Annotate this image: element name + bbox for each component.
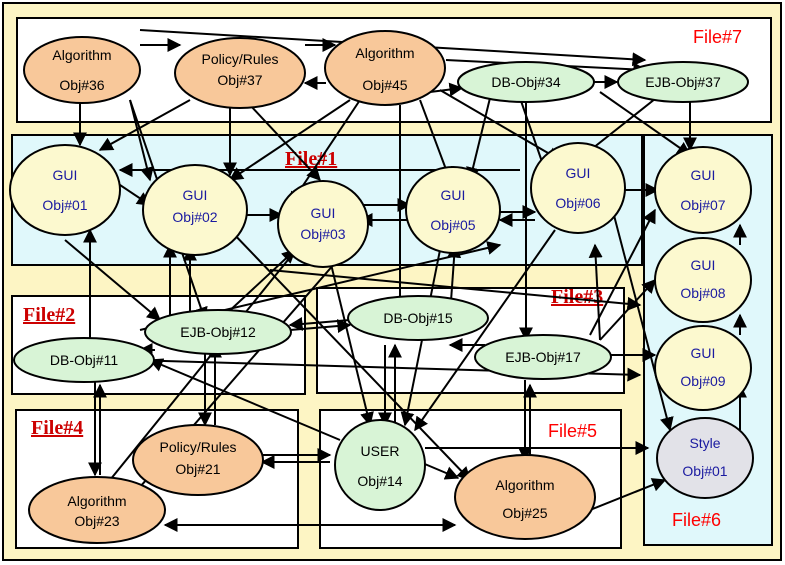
node-id: Obj#01	[42, 197, 87, 213]
node-gui-obj03[interactable]: GUI Obj#03	[277, 180, 369, 268]
edge	[466, 97, 491, 182]
node-gui-obj06[interactable]: GUI Obj#06	[530, 142, 626, 234]
node-algorithm-obj45[interactable]: Algorithm Obj#45	[324, 30, 446, 106]
node-id: Obj#37	[217, 72, 262, 88]
node-type: GUI	[441, 187, 466, 203]
node-id: Obj#36	[59, 77, 104, 93]
node-label: EJB-Obj#12	[180, 324, 256, 340]
node-id: Obj#03	[300, 226, 345, 242]
edge	[414, 229, 556, 432]
node-algorithm-obj36[interactable]: Algorithm Obj#36	[23, 36, 141, 104]
node-gui-obj09[interactable]: GUI Obj#09	[654, 325, 752, 411]
edge	[109, 243, 301, 481]
node-label: DB-Obj#11	[50, 352, 118, 368]
node-type: Style	[689, 435, 720, 451]
edge	[609, 199, 674, 432]
node-label: DB-Obj#15	[383, 310, 452, 326]
node-id: Obj#05	[430, 217, 475, 233]
node-label: EJB-Obj#37	[645, 74, 721, 90]
edge	[599, 91, 692, 156]
file7-label: File#7	[693, 27, 742, 47]
edge	[98, 99, 191, 151]
node-id: Obj#06	[555, 195, 600, 211]
node-algorithm-obj23[interactable]: Algorithm Obj#23	[28, 476, 166, 544]
node-db-obj15[interactable]: DB-Obj#15	[347, 295, 489, 341]
node-id: Obj#01	[682, 463, 727, 479]
node-id: Obj#14	[357, 473, 402, 489]
node-type: GUI	[691, 167, 716, 183]
file2-label: File#2	[23, 304, 75, 326]
node-ejb-obj17[interactable]: EJB-Obj#17	[474, 334, 612, 380]
edge	[439, 89, 562, 161]
file6-label: File#6	[672, 510, 721, 530]
node-type: GUI	[691, 257, 716, 273]
node-id: Obj#07	[680, 197, 725, 213]
node-type: GUI	[183, 187, 208, 203]
edge	[64, 239, 162, 321]
node-style-obj01[interactable]: Style Obj#01	[656, 417, 754, 499]
node-db-obj11[interactable]: DB-Obj#11	[13, 337, 155, 383]
node-db-obj34[interactable]: DB-Obj#34	[457, 61, 595, 103]
node-label: DB-Obj#34	[491, 74, 560, 90]
file3-label: File#3	[551, 286, 603, 308]
node-type: Algorithm	[67, 493, 126, 509]
edge	[588, 243, 603, 341]
node-id: Obj#08	[680, 285, 725, 301]
node-type: USER	[361, 443, 400, 459]
node-type: Algorithm	[355, 45, 414, 61]
node-algorithm-obj25[interactable]: Algorithm Obj#25	[454, 454, 596, 540]
node-id: Obj#21	[175, 461, 220, 477]
edge	[269, 269, 642, 311]
node-id: Obj#23	[74, 513, 119, 529]
edge	[419, 461, 460, 480]
file4-label: File#4	[31, 417, 83, 439]
node-gui-obj05[interactable]: GUI Obj#05	[405, 166, 501, 254]
edge	[129, 99, 154, 182]
node-gui-obj08[interactable]: GUI Obj#08	[654, 237, 752, 323]
node-id: Obj#25	[502, 505, 547, 521]
node-type: Algorithm	[52, 47, 111, 63]
edge	[329, 259, 374, 427]
edge	[429, 82, 464, 97]
node-user-obj14[interactable]: USER Obj#14	[334, 419, 426, 511]
edge	[228, 99, 351, 181]
node-ejb-obj12[interactable]: EJB-Obj#12	[144, 309, 292, 355]
node-id: Obj#09	[680, 373, 725, 389]
node-type: Policy/Rules	[159, 439, 236, 455]
node-id: Obj#02	[172, 209, 217, 225]
edge	[224, 249, 297, 316]
node-type: GUI	[691, 345, 716, 361]
node-label: EJB-Obj#17	[505, 349, 581, 365]
node-type: Algorithm	[495, 477, 554, 493]
node-id: Obj#45	[362, 77, 407, 93]
node-type: GUI	[566, 165, 591, 181]
node-gui-obj02[interactable]: GUI Obj#02	[142, 164, 248, 256]
node-gui-obj01[interactable]: GUI Obj#01	[9, 144, 121, 236]
edge	[148, 358, 341, 441]
node-gui-obj07[interactable]: GUI Obj#07	[654, 146, 752, 234]
node-type: GUI	[311, 205, 336, 221]
node-policy-rules-obj21[interactable]: Policy/Rules Obj#21	[132, 424, 264, 496]
edge	[229, 229, 471, 482]
node-policy-rules-obj37[interactable]: Policy/Rules Obj#37	[174, 37, 306, 109]
node-ejb-obj37[interactable]: EJB-Obj#37	[617, 61, 749, 103]
edge	[589, 478, 667, 511]
node-type: GUI	[53, 167, 78, 183]
file5-label: File#5	[548, 421, 597, 441]
edge	[589, 208, 656, 336]
node-type: Policy/Rules	[201, 51, 278, 67]
